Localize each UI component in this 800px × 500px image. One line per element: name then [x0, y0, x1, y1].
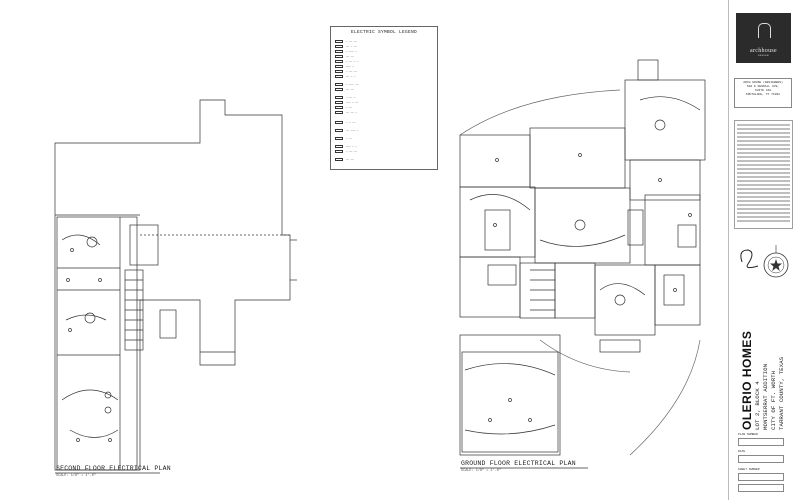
- legend-row: — —— ——: [335, 69, 357, 73]
- address-line: LOT 2, BLOCK 4: [754, 381, 761, 430]
- legend-row: —— — —: [335, 74, 355, 78]
- logo-name: archhouse: [749, 48, 778, 54]
- firm-line: SOUTHLAKE, TX 76092: [745, 93, 781, 96]
- legend-row: —— — ——: [335, 44, 357, 48]
- legend-row: — —— ——: [335, 39, 357, 43]
- second-floor-plan: [54, 99, 297, 471]
- legend-row: — ——: [335, 105, 352, 109]
- legend-row: — —— ——: [335, 149, 357, 153]
- firm-line: SUITE 440: [754, 89, 772, 92]
- address-line: TARRANT COUNTY, TEXAS: [778, 356, 785, 430]
- legend-row: — —— —: [335, 95, 355, 99]
- legend-row: —— ——: [335, 87, 354, 91]
- ground-floor-scale: SCALE: 1/8" = 1'-0": [461, 469, 501, 473]
- legend-row: — — ——: [335, 120, 355, 124]
- general-notes-block: [734, 120, 793, 229]
- legend-row: — ——— —: [335, 49, 357, 53]
- legend-row: —— ——: [335, 54, 354, 58]
- floor-plans-drawing: [54, 59, 706, 474]
- second-floor-plan-title: SECOND FLOOR ELECTRICAL PLAN: [56, 465, 171, 472]
- legend-row: ——— —: [335, 64, 354, 68]
- arch-logo-icon: [758, 23, 771, 38]
- legend-title: ELECTRIC SYMBOL LEGEND: [350, 30, 417, 35]
- legend-row: —— —— —: [335, 110, 357, 114]
- firm-line: ARCH HOUSE (DESIGNERS): [743, 81, 783, 84]
- plan-number-label: PLAN NUMBER: [738, 433, 758, 436]
- date-box: [738, 455, 784, 463]
- scale-box: [738, 484, 784, 492]
- company-name: OLERIO HOMES: [740, 330, 754, 430]
- firm-line: 500 E KENDALL AVE,: [746, 85, 780, 88]
- ground-floor-plan: [459, 59, 706, 456]
- firm-info-box: ARCH HOUSE (DESIGNERS) 500 E KENDALL AVE…: [734, 78, 792, 108]
- legend-row: — —— — —: [335, 59, 358, 63]
- logo-subtitle: DESIGN: [758, 55, 769, 57]
- legend-row: ——— — ——: [335, 100, 358, 104]
- designer-seal: [740, 245, 789, 278]
- legend-row: —— ——: [335, 157, 354, 161]
- ground-floor-plan-title: GROUND FLOOR ELECTRICAL PLAN: [461, 460, 576, 467]
- plan-number-box: [738, 438, 784, 446]
- electric-symbol-legend: ELECTRIC SYMBOL LEGEND — —— —— —— — —— —…: [330, 26, 438, 170]
- address-line: CITY OF FT. WORTH: [770, 370, 777, 430]
- date-label: DATE: [738, 450, 746, 453]
- legend-row: ——— — —: [335, 144, 357, 148]
- sheet-number-label: SHEET NUMBER: [738, 468, 760, 471]
- legend-row: —— ——— —: [335, 128, 358, 132]
- second-floor-scale: SCALE: 1/8" = 1'-0": [56, 474, 96, 478]
- legend-row: — ——: [335, 136, 352, 140]
- firm-logo: archhouse DESIGN: [736, 13, 791, 63]
- address-line: MONTSERRAT ADDITION: [762, 363, 769, 430]
- title-block: [728, 0, 800, 500]
- legend-row: — ——— ——: [335, 82, 358, 86]
- sheet-number-box: [738, 473, 784, 481]
